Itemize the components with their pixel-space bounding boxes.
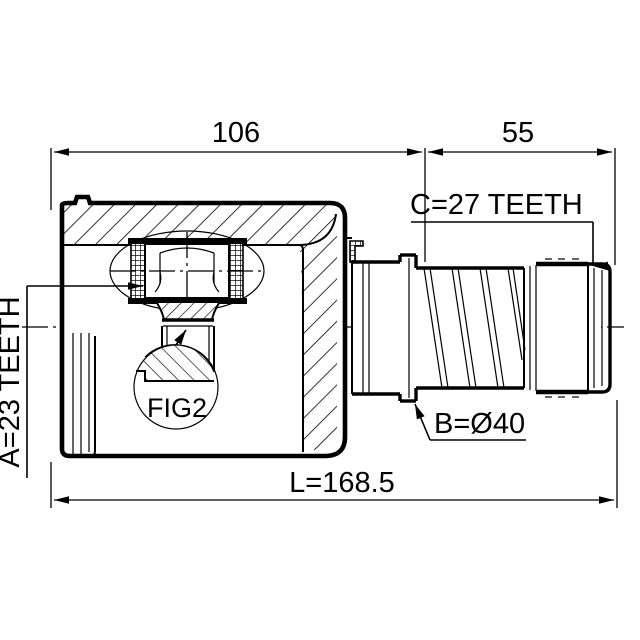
shaft-diameter-callout: B=Ø40 bbox=[414, 403, 526, 441]
housing-left-lip-grooves bbox=[61, 333, 96, 457]
shaft-spline-end-ring bbox=[523, 265, 537, 391]
shaft-diameter-label: B=Ø40 bbox=[434, 408, 525, 440]
overall-length-label: L=168.5 bbox=[289, 467, 395, 499]
fig2-label: FIG2 bbox=[147, 393, 207, 423]
output-shaft bbox=[351, 253, 612, 403]
shaft-step bbox=[398, 253, 418, 403]
boot-seal-retainer bbox=[345, 237, 364, 263]
inner-teeth-callout: A=23 TEETH bbox=[0, 282, 143, 478]
tripod-bearing-assembly bbox=[109, 230, 265, 372]
shaft-collar-section bbox=[351, 260, 400, 396]
top-dimension-row: 106 55 bbox=[50, 117, 616, 265]
dimension-106: 106 bbox=[54, 117, 422, 156]
dimension-106-label: 106 bbox=[212, 117, 260, 149]
inner-teeth-label: A=23 TEETH bbox=[0, 296, 26, 467]
outer-teeth-label: C=27 TEETH bbox=[410, 189, 583, 221]
outer-teeth-callout: C=27 TEETH bbox=[410, 189, 608, 271]
dimension-55: 55 bbox=[428, 117, 612, 156]
fig2-detail-callout: FIG2 bbox=[133, 329, 219, 430]
shaft-journal-section bbox=[536, 258, 589, 398]
overall-length-dimension: L=168.5 bbox=[50, 400, 618, 508]
dimension-55-label: 55 bbox=[502, 117, 534, 149]
